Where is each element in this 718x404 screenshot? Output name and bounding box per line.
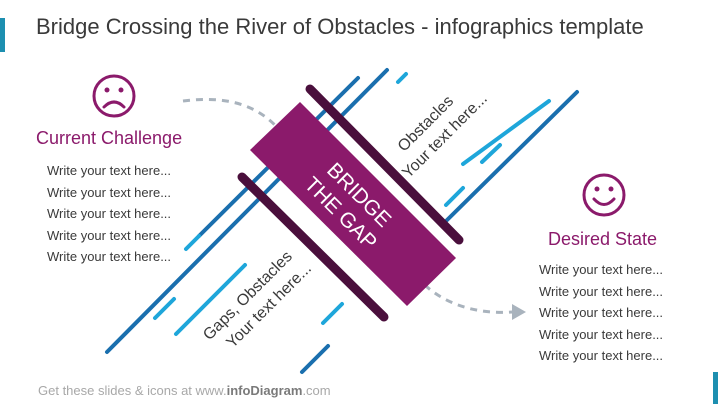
current-challenge-heading: Current Challenge xyxy=(36,128,183,148)
left-accent-bar xyxy=(0,18,5,52)
sad-face-icon xyxy=(92,74,136,118)
footer-suffix: .com xyxy=(302,383,331,398)
list-item: Write your text here... xyxy=(539,305,664,321)
river-dash-2 xyxy=(396,72,408,84)
river-dash-5 xyxy=(461,99,551,166)
list-item: Write your text here... xyxy=(539,326,664,342)
river-dash-8 xyxy=(321,302,344,325)
list-item: Write your text here... xyxy=(47,163,172,178)
page-title: Bridge Crossing the River of Obstacles -… xyxy=(36,14,644,39)
dashed-arrow-in xyxy=(182,97,296,153)
list-item: Write your text here... xyxy=(47,249,172,265)
river-dash-7 xyxy=(444,186,465,207)
river-dash-4 xyxy=(153,297,176,320)
list-item: Write your text here... xyxy=(47,184,172,200)
list-item: Write your text here... xyxy=(47,206,172,222)
list-item: Write your text here... xyxy=(539,262,664,277)
list-item: Write your text here... xyxy=(47,227,172,243)
current-challenge-list: Write your text here... Write your text … xyxy=(47,160,171,268)
river-dash-1 xyxy=(184,234,201,251)
footer-prefix: Get these slides & icons at www. xyxy=(38,383,227,398)
river-line-3 xyxy=(440,90,579,227)
smiley-face-icon xyxy=(582,173,626,217)
obstacles-top-label: Obstacles Your text here... xyxy=(395,90,491,181)
river-dash-6 xyxy=(480,143,502,164)
bridge-rail-top xyxy=(305,84,464,245)
desired-state-heading: Desired State xyxy=(548,229,658,249)
footer: Get these slides & icons at www.infoDiag… xyxy=(38,383,331,398)
bridge-body xyxy=(250,102,456,306)
list-item: Write your text here... xyxy=(539,348,664,364)
list-item: Write your text here... xyxy=(539,283,664,299)
arrow-head xyxy=(512,304,526,320)
obstacles-bottom-label: Gaps, Obstacles Your text here... xyxy=(200,248,315,351)
river-line-4 xyxy=(300,344,330,374)
bridge-rail-bottom xyxy=(237,172,389,322)
river-dash-3 xyxy=(174,263,247,336)
right-accent-bar xyxy=(713,372,718,404)
desired-state-list: Write your text here... Write your text … xyxy=(539,259,663,367)
footer-brand[interactable]: infoDiagram xyxy=(226,383,303,398)
